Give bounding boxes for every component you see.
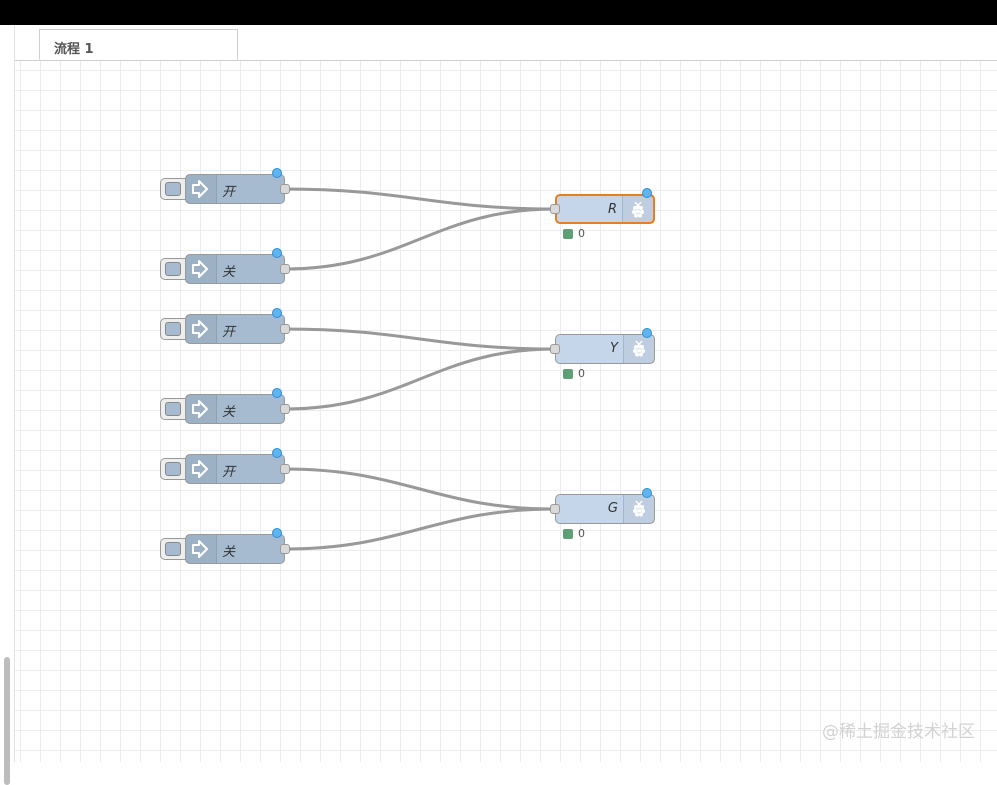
gpio-label: R [607,202,617,217]
output-port[interactable] [280,544,290,554]
inject-icon [186,535,217,563]
changed-indicator [642,328,652,338]
inject-label: 开 [222,465,236,480]
changed-indicator [272,388,282,398]
inject-label: 关 [222,265,236,280]
gpio-node-body[interactable]: R [555,194,655,224]
inject-icon [186,455,217,483]
inject-trigger-button[interactable] [160,258,192,280]
inject-label: 关 [222,545,236,560]
wire-inject-1-to-R [284,187,556,211]
gpio-node-body[interactable]: Y [555,334,655,364]
input-port[interactable] [550,204,560,214]
wire-inject-6-to-G [284,507,556,551]
inject-label: 开 [222,185,236,200]
wires [284,187,556,551]
inject-trigger-square [165,322,181,336]
inject-node-body[interactable]: 关 [185,534,285,564]
workspace-tabs: 流程 1 [15,25,997,61]
raspberry-pi-icon [623,495,654,523]
status-indicator-icon [563,529,573,539]
inject-trigger-square [165,402,181,416]
input-port[interactable] [550,344,560,354]
inject-node[interactable]: 开 [160,308,290,344]
inject-label: 关 [222,405,236,420]
gpio-out-node[interactable]: G 0 [550,488,655,540]
raspberry-pi-icon [623,335,654,363]
inject-trigger-square [165,262,181,276]
inject-trigger-square [165,462,181,476]
wire-inject-4-to-Y [284,347,556,411]
inject-trigger-button[interactable] [160,538,192,560]
output-port[interactable] [280,184,290,194]
gpio-out-node[interactable]: R 0 [550,188,655,240]
output-port[interactable] [280,264,290,274]
tab-label: 流程 1 [54,42,94,57]
gpio-node-body[interactable]: G [555,494,655,524]
raspberry-pi-icon [622,196,653,222]
changed-indicator [642,488,652,498]
inject-node-body[interactable]: 开 [185,454,285,484]
changed-indicator [642,188,652,198]
inject-node[interactable]: 开 [160,448,290,484]
inject-icon [186,175,217,203]
inject-node[interactable]: 关 [160,388,290,424]
wire-inject-2-to-R [284,207,556,271]
status-text: 0 [578,367,585,380]
output-port[interactable] [280,404,290,414]
top-bar [0,0,997,25]
status-text: 0 [578,527,585,540]
changed-indicator [272,168,282,178]
inject-node-body[interactable]: 开 [185,174,285,204]
left-sidebar-edge [0,25,15,785]
output-port[interactable] [280,464,290,474]
status-text: 0 [578,227,585,240]
gpio-label: G [607,501,618,516]
wire-inject-3-to-Y [284,327,556,351]
scrollbar[interactable] [4,657,10,785]
inject-node[interactable]: 关 [160,528,290,564]
gpio-out-node[interactable]: Y 0 [550,328,655,380]
changed-indicator [272,248,282,258]
flow-canvas[interactable]: 开 关 开 关 [15,61,997,762]
inject-trigger-square [165,542,181,556]
inject-node[interactable]: 开 [160,168,290,204]
status-indicator-icon [563,229,573,239]
watermark: @稀土掘金技术社区 [822,722,975,742]
inject-icon [186,395,217,423]
inject-node-body[interactable]: 关 [185,254,285,284]
inject-trigger-button[interactable] [160,178,192,200]
changed-indicator [272,308,282,318]
inject-label: 开 [222,325,236,340]
changed-indicator [272,528,282,538]
tab-flow-1[interactable]: 流程 1 [39,29,238,60]
inject-icon [186,315,217,343]
status-indicator-icon [563,369,573,379]
inject-node-body[interactable]: 开 [185,314,285,344]
inject-node[interactable]: 关 [160,248,290,284]
gpio-label: Y [610,341,618,356]
inject-icon [186,255,217,283]
inject-node-body[interactable]: 关 [185,394,285,424]
changed-indicator [272,448,282,458]
output-port[interactable] [280,324,290,334]
inject-trigger-square [165,182,181,196]
input-port[interactable] [550,504,560,514]
wire-inject-5-to-G [284,467,556,511]
